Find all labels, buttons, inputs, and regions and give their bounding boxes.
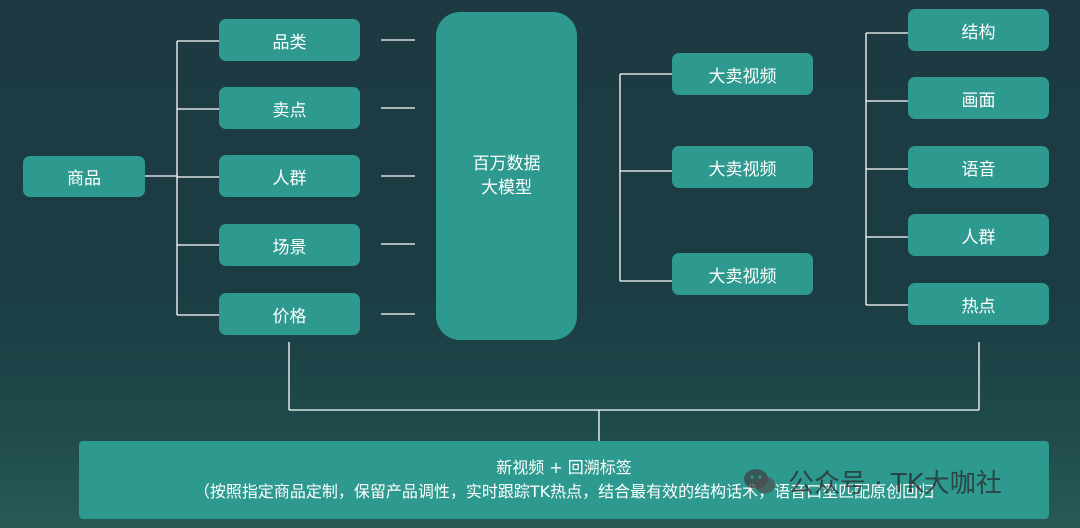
input-node-audience: 人群 [219, 155, 360, 197]
feature-node-visual: 画面 [908, 77, 1049, 119]
input-node-price: 价格 [219, 293, 360, 335]
input-node-category: 品类 [219, 19, 360, 61]
root-node: 商品 [23, 156, 145, 197]
output-node-1: 大卖视频 [672, 53, 813, 95]
feature-node-structure: 结构 [908, 9, 1049, 51]
result-box: 新视频 + 回溯标签 （按照指定商品定制，保留产品调性，实时跟踪TK热点，结合最… [79, 441, 1049, 519]
wechat-icon [742, 467, 778, 497]
output-node-2: 大卖视频 [672, 146, 813, 188]
input-node-scene: 场景 [219, 224, 360, 266]
model-hub: 百万数据 大模型 [436, 12, 577, 340]
result-subtitle: （按照指定商品定制，保留产品调性，实时跟踪TK热点，结合最有效的结构话术，语音口… [193, 482, 935, 501]
feature-node-audience: 人群 [908, 214, 1049, 256]
feature-node-trending: 热点 [908, 283, 1049, 325]
watermark: 公众号 · TK大咖社 [742, 463, 1002, 500]
feature-node-voice: 语音 [908, 146, 1049, 188]
output-node-3: 大卖视频 [672, 253, 813, 295]
hub-line-1: 百万数据 [472, 154, 541, 174]
result-title: 新视频 + 回溯标签 [496, 458, 632, 477]
hub-line-2: 大模型 [481, 178, 532, 198]
input-node-selling-point: 卖点 [219, 87, 360, 129]
watermark-text: 公众号 · TK大咖社 [788, 469, 1002, 499]
